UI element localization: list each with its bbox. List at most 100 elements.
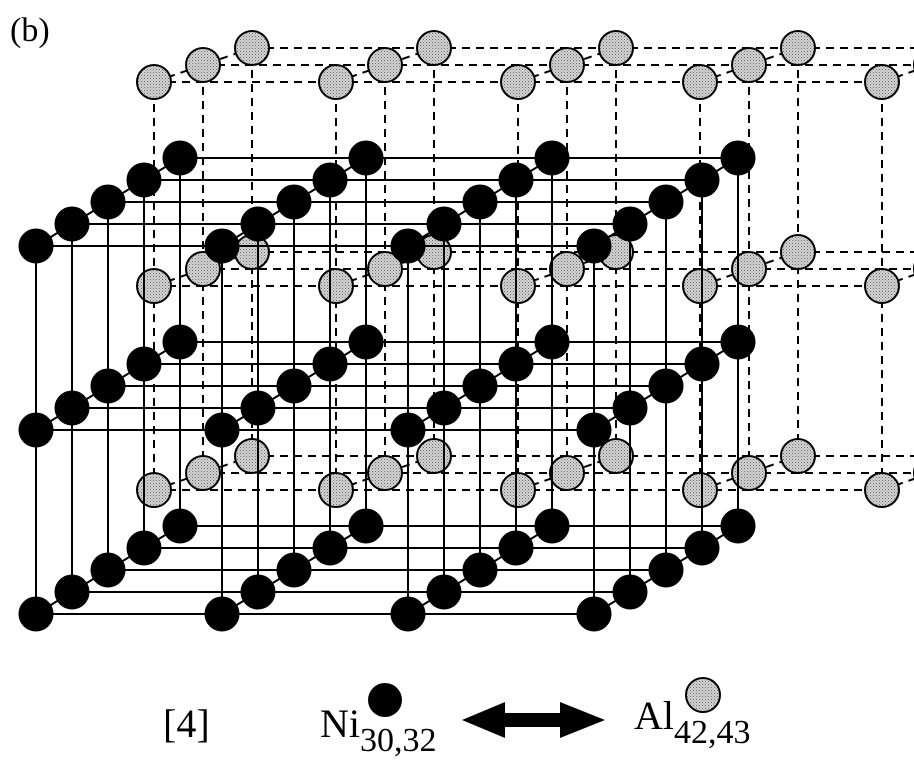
- ni-atoms: [18, 140, 756, 632]
- al-atom: [185, 47, 221, 83]
- al-atom: [598, 30, 634, 66]
- ni-atom: [204, 596, 240, 632]
- ni-atom: [390, 596, 426, 632]
- ni-atom: [612, 574, 648, 610]
- ni-atom: [462, 552, 498, 588]
- ni-atom: [648, 368, 684, 404]
- al-atom: [318, 268, 354, 304]
- al-atom: [318, 472, 354, 508]
- ni-atom: [684, 530, 720, 566]
- al-atom: [864, 268, 900, 304]
- legend-ni-symbol: Ni: [320, 701, 360, 746]
- panel-label: (b): [10, 12, 50, 49]
- al-atom: [549, 47, 585, 83]
- al-atom: [549, 455, 585, 491]
- al-atom: [682, 64, 718, 100]
- al-atom: [367, 251, 403, 287]
- ni-atom: [612, 206, 648, 242]
- al-atom: [367, 47, 403, 83]
- ni-atom: [348, 324, 384, 360]
- ni-atom: [312, 530, 348, 566]
- ni-atom: [204, 412, 240, 448]
- al-atom: [318, 64, 354, 100]
- ni-atom: [426, 206, 462, 242]
- ni-atom: [498, 530, 534, 566]
- ni-atom: [90, 368, 126, 404]
- ni-atom: [426, 574, 462, 610]
- ni-atom: [426, 390, 462, 426]
- legend-ni-atom-icon: [368, 683, 402, 717]
- al-atom: [731, 47, 767, 83]
- legend-al-atom-icon: [685, 677, 721, 713]
- ni-atom: [390, 412, 426, 448]
- legend-ni-subscript: 30,32: [360, 722, 437, 759]
- legend-graphics: [368, 677, 721, 738]
- ni-atom: [312, 346, 348, 382]
- ni-atom: [90, 184, 126, 220]
- al-atom: [136, 268, 172, 304]
- ni-atom: [462, 184, 498, 220]
- al-atoms: [136, 30, 914, 508]
- al-atom: [416, 30, 452, 66]
- al-atom: [780, 438, 816, 474]
- ni-atom: [18, 596, 54, 632]
- al-atom: [136, 64, 172, 100]
- ni-atom: [126, 162, 162, 198]
- ni-atom: [720, 324, 756, 360]
- al-atom: [864, 472, 900, 508]
- ni-atom: [162, 508, 198, 544]
- ni-atom: [648, 184, 684, 220]
- ni-atom: [576, 228, 612, 264]
- al-atom: [367, 455, 403, 491]
- al-atom: [780, 30, 816, 66]
- ni-atom: [54, 390, 90, 426]
- ni-atom: [684, 162, 720, 198]
- ni-atom: [720, 140, 756, 176]
- al-atom: [185, 251, 221, 287]
- ni-atom: [462, 368, 498, 404]
- ni-atom: [240, 206, 276, 242]
- al-atom: [780, 234, 816, 270]
- ni-atom: [276, 368, 312, 404]
- ni-atom: [126, 530, 162, 566]
- al-atom: [416, 438, 452, 474]
- ni-atom: [576, 596, 612, 632]
- ni-atom: [312, 162, 348, 198]
- ni-atom: [348, 508, 384, 544]
- ni-atom: [576, 412, 612, 448]
- legend-al-subscript: 42,43: [674, 714, 751, 751]
- ni-atom: [162, 324, 198, 360]
- al-atom: [682, 472, 718, 508]
- ni-atom: [612, 390, 648, 426]
- legend-al-symbol: Al: [634, 693, 674, 738]
- ni-atom: [348, 140, 384, 176]
- ni-atom: [54, 206, 90, 242]
- ni-atom: [18, 412, 54, 448]
- al-atom: [185, 455, 221, 491]
- al-atom: [682, 268, 718, 304]
- ni-atom: [54, 574, 90, 610]
- al-atom: [136, 472, 172, 508]
- ni-atom: [648, 552, 684, 588]
- legend-ni-label: Ni30,32: [320, 700, 437, 759]
- al-atom: [731, 455, 767, 491]
- ni-atom: [720, 508, 756, 544]
- ni-atom: [204, 228, 240, 264]
- ni-atom: [162, 140, 198, 176]
- ni-atom: [90, 552, 126, 588]
- al-atom: [500, 268, 536, 304]
- ni-atom: [276, 184, 312, 220]
- ni-atom: [126, 346, 162, 382]
- ni-atom: [240, 574, 276, 610]
- al-atom: [234, 438, 270, 474]
- ni-atom: [276, 552, 312, 588]
- double-arrow-icon: [462, 702, 605, 738]
- ni-atom: [684, 346, 720, 382]
- reference-label: [4]: [163, 701, 210, 746]
- ni-atom: [498, 162, 534, 198]
- ni-atom: [534, 324, 570, 360]
- al-atom: [598, 438, 634, 474]
- al-atom: [731, 251, 767, 287]
